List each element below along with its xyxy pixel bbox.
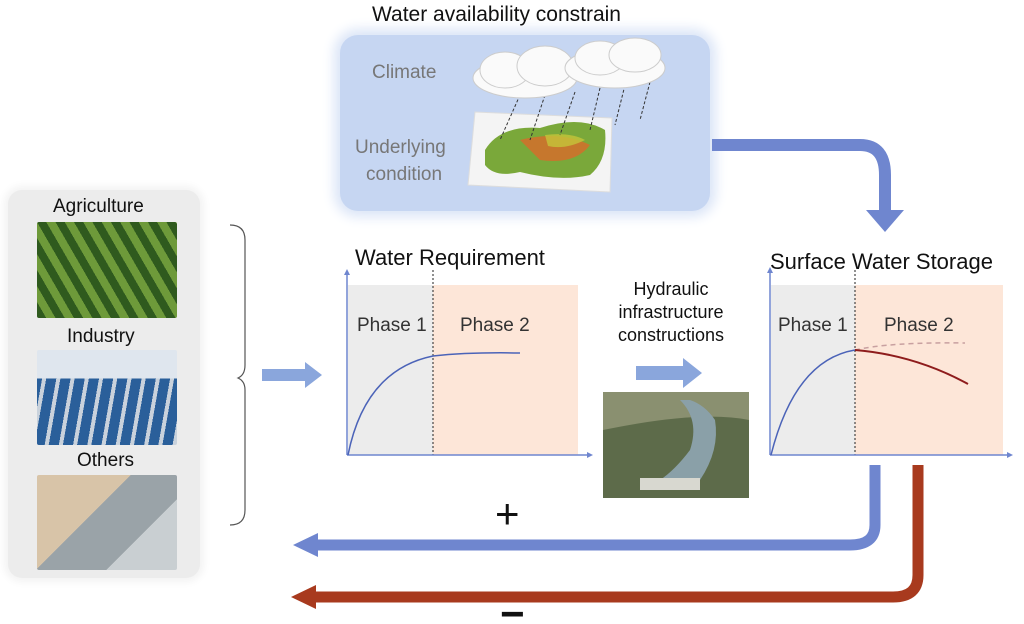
phase1-region — [771, 285, 855, 455]
phase2-region — [855, 285, 1003, 455]
underlying-label: Underlying — [355, 137, 446, 158]
others-photo — [37, 475, 177, 570]
phase1-region — [348, 285, 433, 455]
hydraulic-line2: infrastructure — [618, 302, 724, 322]
positive-feedback-arrow — [315, 465, 881, 551]
storage-curve-phase1 — [770, 349, 856, 456]
storage-phase1-label: Phase 1 — [778, 315, 848, 336]
availability-arrow-head — [866, 210, 904, 232]
hydraulic-line1: Hydraulic — [633, 279, 709, 299]
surface-water-storage-title: Surface Water Storage — [770, 249, 993, 274]
condition-label: condition — [366, 164, 443, 185]
requirement-phase1-label: Phase 1 — [357, 315, 427, 336]
minus-sign: − — [500, 590, 525, 624]
requirement-phase2-label: Phase 2 — [460, 315, 530, 336]
negative-feedback-arrow-head — [291, 585, 316, 609]
dam-photo — [603, 392, 749, 498]
hydraulic-label: Hydraulic infrastructure constructions — [600, 278, 742, 347]
water-availability-title: Water availability constrain — [372, 3, 621, 26]
storage-potential-curve — [854, 342, 966, 351]
climate-label: Climate — [372, 62, 437, 83]
storage-phase2-label: Phase 2 — [884, 315, 954, 336]
sector-label-agriculture: Agriculture — [53, 196, 144, 217]
hydraulic-arrow — [636, 358, 702, 388]
negative-feedback-arrow — [313, 465, 924, 603]
availability-arrow — [712, 139, 891, 215]
sector-label-industry: Industry — [67, 326, 135, 347]
plus-sign: + — [495, 490, 520, 537]
requirement-curve — [347, 352, 521, 456]
water-requirement-title: Water Requirement — [355, 245, 545, 270]
terrain-map-image — [467, 111, 613, 193]
hydraulic-line3: constructions — [617, 325, 725, 345]
industry-photo — [37, 350, 177, 445]
storage-curve-phase2 — [854, 349, 969, 385]
rain-lines — [499, 81, 651, 141]
sector-bracket — [229, 224, 246, 526]
phase2-region — [433, 285, 578, 455]
sector-to-requirement-arrow — [262, 362, 322, 388]
positive-feedback-arrow-head — [293, 533, 318, 557]
agriculture-photo — [37, 222, 177, 318]
cloud-icon — [472, 37, 666, 99]
sector-label-others: Others — [77, 450, 135, 471]
